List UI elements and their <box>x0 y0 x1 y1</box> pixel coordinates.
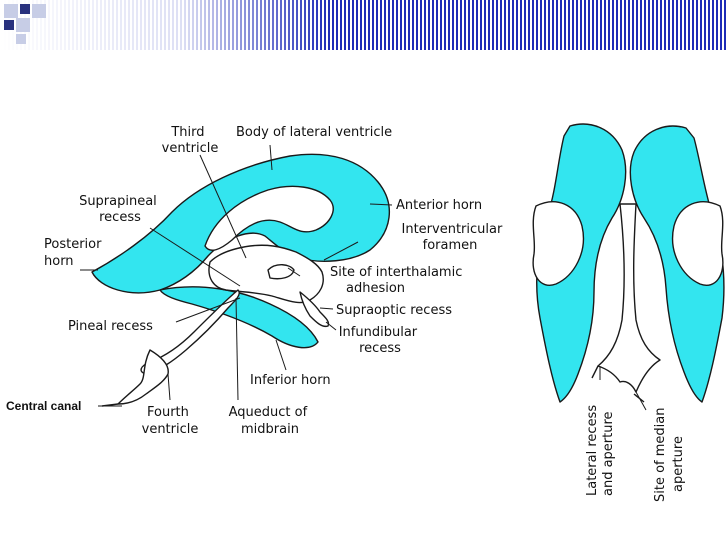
third-ventricle-frontal-shape <box>597 203 661 393</box>
interthalamic-adhesion-mark <box>267 264 295 280</box>
label-anterior-horn: Anterior horn <box>396 198 482 213</box>
inferior-horn-shape <box>159 286 319 349</box>
label-third-ventricle: Third ventricle <box>162 125 219 156</box>
logo-square <box>16 18 30 32</box>
leader-supraoptic <box>319 307 334 310</box>
fourth-ventricle-shape <box>117 349 169 405</box>
logo-square <box>4 4 18 18</box>
lateral-view-illustration <box>91 153 390 407</box>
lateral-recess-line <box>591 365 599 379</box>
leader-aqueduct <box>235 297 239 401</box>
label-body-lateral-ventricle: Body of lateral ventricle <box>236 125 392 140</box>
third-ventricle-shape <box>208 244 324 304</box>
leader-pineal <box>175 297 241 323</box>
leader-fourth-ventricle <box>167 373 171 401</box>
label-infundibular-recess: Infundibular recess <box>339 325 422 356</box>
label-pineal-recess: Pineal recess <box>68 319 153 334</box>
label-lateral-recess-and-aperture: Lateral recess and aperture <box>585 401 616 496</box>
leader-lines <box>80 144 647 411</box>
logo-square <box>16 34 26 44</box>
leader-inferior-horn <box>275 339 287 371</box>
logo-square <box>4 20 14 30</box>
title-bar-fade <box>0 0 330 50</box>
label-site-of-median-aperture: Site of median aperture <box>653 403 686 502</box>
right-lateral-ventricle-inner <box>672 201 724 286</box>
leader-third-ventricle <box>199 154 247 259</box>
label-suprapineal-recess: Suprapineal recess <box>79 194 161 225</box>
label-aqueduct-of-midbrain: Aqueduct of midbrain <box>229 405 312 437</box>
left-lateral-ventricle-inner <box>532 201 584 286</box>
label-central-canal: Central canal <box>6 399 81 413</box>
infundibular-recess-shape <box>299 291 330 328</box>
label-interthalamic-adhesion: Site of interthalamic adhesion <box>330 265 467 296</box>
leader-interthalamic <box>287 267 301 277</box>
lateral-ventricle-inner <box>204 185 334 251</box>
label-inferior-horn: Inferior horn <box>250 373 331 388</box>
frontal-view-illustration <box>532 123 725 403</box>
label-interventricular-foramen: Interventricular foramen <box>402 222 507 253</box>
leader-median-aperture <box>635 391 647 411</box>
leader-anterior-horn <box>369 203 393 206</box>
label-fourth-ventricle: Fourth ventricle <box>142 405 199 437</box>
leader-interventricular <box>323 241 359 261</box>
logo-square <box>32 4 46 18</box>
logo-square <box>20 4 30 14</box>
label-posterior-horn: Posterior horn <box>44 237 106 269</box>
slide-logo-squares <box>0 0 60 50</box>
leader-infundibular <box>325 321 337 331</box>
label-supraoptic-recess: Supraoptic recess <box>336 303 452 318</box>
leader-body-lateral <box>269 144 273 171</box>
leader-suprapineal <box>149 227 241 287</box>
